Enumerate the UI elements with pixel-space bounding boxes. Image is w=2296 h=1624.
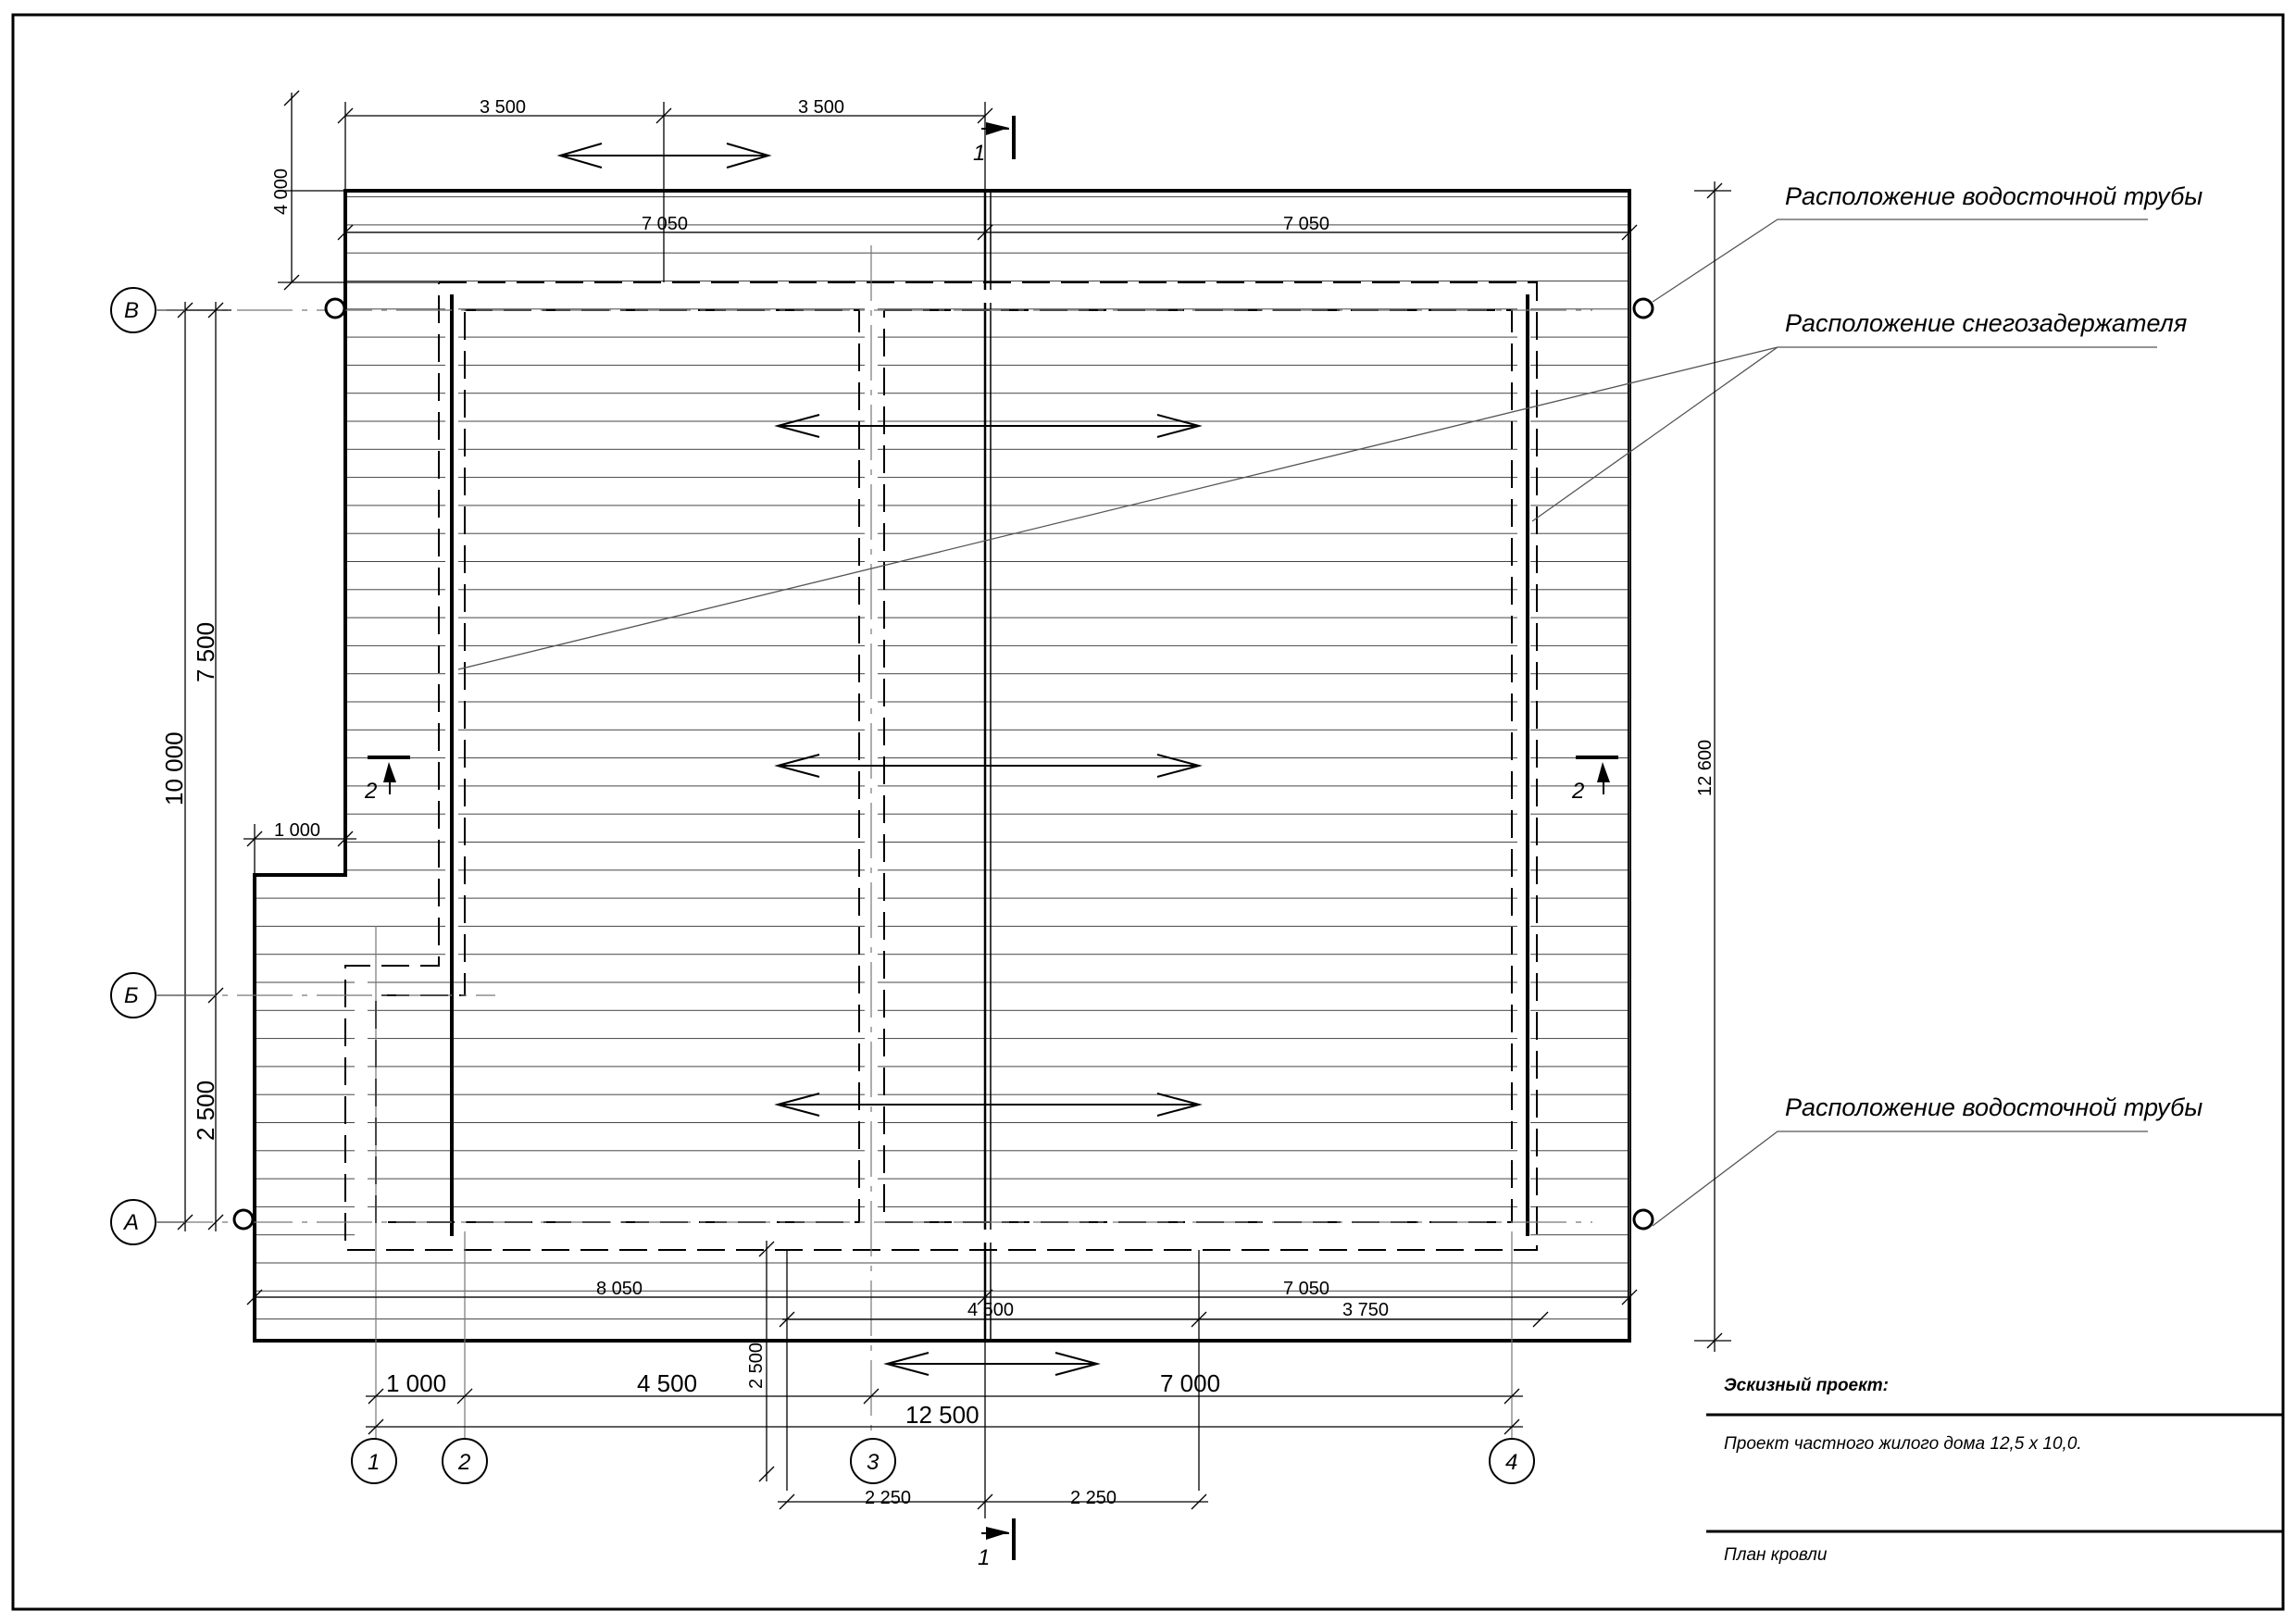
dim-left-1000: 1 000 <box>274 820 320 841</box>
dim-left-2500: 2 500 <box>192 1081 219 1141</box>
cut-label-1-top: 1 <box>973 141 985 166</box>
downpipe-markers <box>232 297 1654 1230</box>
axis-label-4: 4 <box>1505 1450 1517 1475</box>
dim-top-3500-a: 3 500 <box>480 97 526 118</box>
axis-label-2: 2 <box>457 1450 470 1475</box>
title-block-stage: Эскизный проект: <box>1724 1376 1889 1395</box>
section-cut-2 <box>368 756 1618 794</box>
dimension-lines <box>167 90 1731 1518</box>
axis-bubbles <box>110 287 1535 1484</box>
dim-left-7500: 7 500 <box>192 622 219 682</box>
axis-label-a: А <box>122 1210 139 1235</box>
section-cut-1 <box>981 116 1016 1560</box>
snow-guards <box>450 294 1529 1236</box>
callout-downpipe-bottom: Расположение водосточной трубы <box>1785 1093 2202 1121</box>
roof-outline <box>253 189 1631 1343</box>
dim-right-12600: 12 600 <box>1695 740 1716 796</box>
dim-bottom-2250-b: 2 250 <box>1070 1488 1117 1508</box>
dim-bottom-12500: 12 500 <box>905 1401 980 1429</box>
dim-eave-7050-right: 7 050 <box>1283 214 1329 234</box>
axis-bubble-leaders <box>156 309 216 1223</box>
callout-downpipe-top: Расположение водосточной трубы <box>1785 182 2202 210</box>
dim-eave-7050-left: 7 050 <box>642 214 688 234</box>
cut-label-1-bottom: 1 <box>978 1545 990 1570</box>
grid-axes <box>157 245 1592 1444</box>
sheet-frame <box>11 13 2285 1611</box>
dim-vertical-2500: 2 500 <box>746 1343 767 1389</box>
dim-bottom-4500-small: 4 500 <box>967 1300 1014 1320</box>
dim-bottom-1000: 1 000 <box>386 1369 446 1397</box>
title-block-project: Проект частного жилого дома 12,5 х 10,0. <box>1724 1434 2082 1454</box>
dim-top-4000: 4 000 <box>271 169 292 215</box>
axis-label-v: В <box>124 298 139 323</box>
dim-bottom-8050: 8 050 <box>596 1279 643 1299</box>
dim-bottom-7000: 7 000 <box>1160 1369 1220 1397</box>
axis-label-3: 3 <box>867 1450 880 1475</box>
dim-bottom-2250-a: 2 250 <box>865 1488 911 1508</box>
callout-snow-guard: Расположение снегозадержателя <box>1785 309 2187 337</box>
dim-bottom-3750: 3 750 <box>1342 1300 1389 1320</box>
title-block <box>1706 1413 2283 1533</box>
dim-bottom-4500: 4 500 <box>637 1369 697 1397</box>
dim-top-3500-b: 3 500 <box>798 97 844 118</box>
cut-label-2-right: 2 <box>1571 779 1584 804</box>
title-block-sheet: План кровли <box>1724 1545 1828 1565</box>
axis-label-b: Б <box>124 983 139 1008</box>
cut-label-2-left: 2 <box>364 779 377 804</box>
axis-label-1: 1 <box>368 1450 380 1475</box>
callout-leaders <box>457 219 2157 1227</box>
dim-bottom-7050: 7 050 <box>1283 1279 1329 1299</box>
dim-left-10000: 10 000 <box>160 731 188 806</box>
